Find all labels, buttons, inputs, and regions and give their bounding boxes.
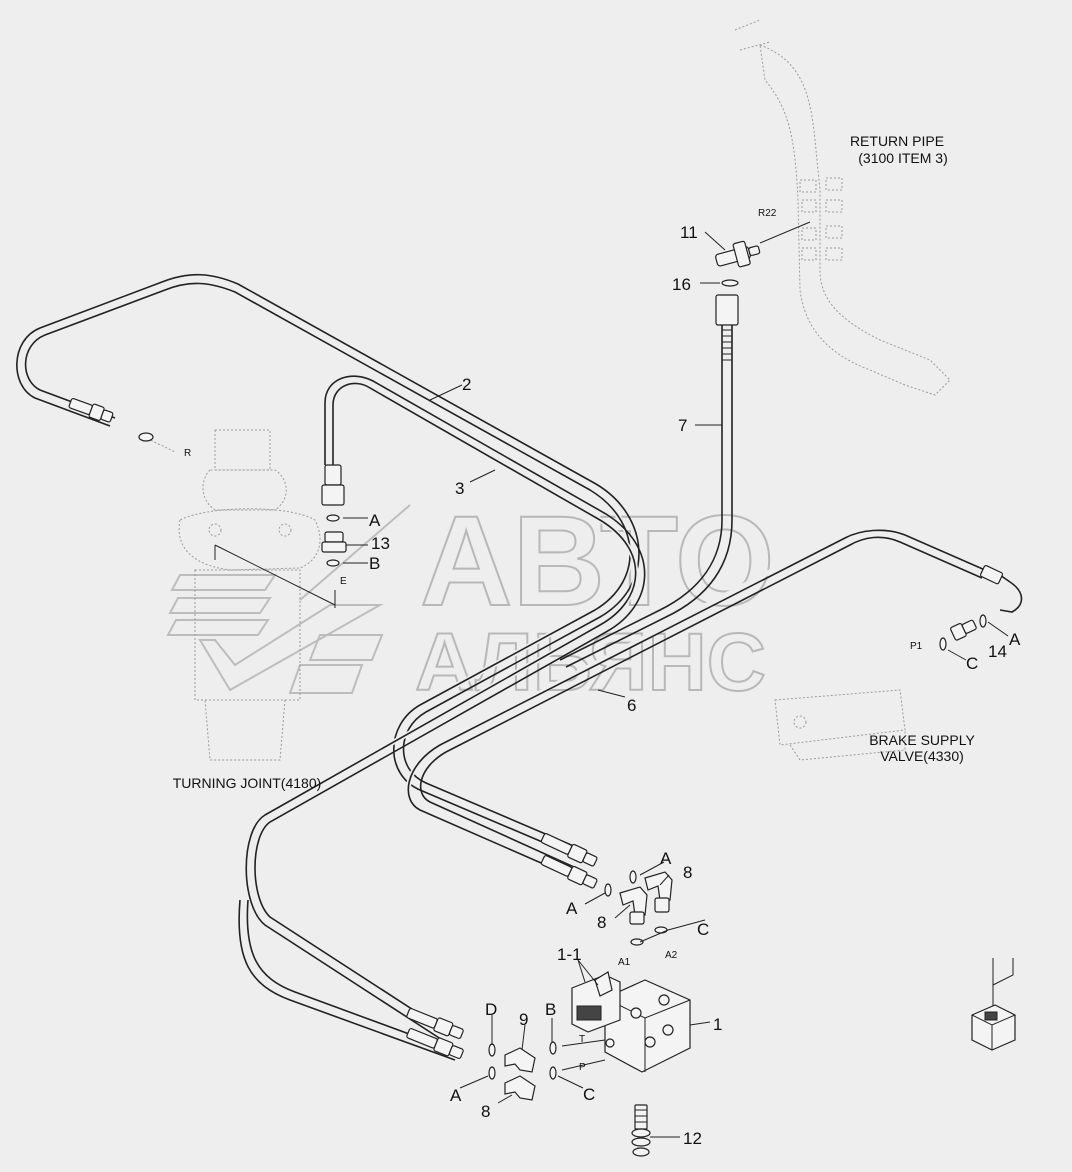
port-e: E <box>340 576 347 587</box>
caption-turning-joint: TURNING JOINT(4180) <box>173 775 322 791</box>
turning-joint-ghost <box>139 429 336 761</box>
inset-component <box>971 958 1016 1051</box>
callout-8b: 8 <box>597 913 606 932</box>
callout-1: 1 <box>713 1015 722 1034</box>
hose-3 <box>243 375 646 1048</box>
hose-end-fittings <box>68 397 1004 1059</box>
callout-1-1: 1-1 <box>557 945 582 964</box>
callout-8c: 8 <box>481 1102 490 1121</box>
caption-brake-supply-line2: VALVE(4330) <box>880 748 964 764</box>
callout-a-bot: A <box>450 1086 462 1105</box>
callout-b: B <box>545 1000 556 1019</box>
callout-a-top1: A <box>660 849 672 868</box>
port-r: R <box>184 448 191 459</box>
callout-16: 16 <box>672 275 691 294</box>
elbow-fittings-8 <box>504 871 673 1101</box>
port-p1: P1 <box>910 641 923 652</box>
port-r22: R22 <box>758 208 777 219</box>
port-a2: A2 <box>665 950 678 961</box>
hose-7 <box>559 294 739 668</box>
caption-return-pipe-line2: (3100 ITEM 3) <box>858 150 947 166</box>
o-rings <box>138 279 987 1080</box>
callout-8a: 8 <box>683 863 692 882</box>
callout-a-top2: A <box>566 899 578 918</box>
callout-11: 11 <box>680 223 698 242</box>
callout-a-14: A <box>1009 630 1021 649</box>
adapter-14 <box>950 619 977 641</box>
callout-7: 7 <box>678 416 687 435</box>
caption-return-pipe-line1: RETURN PIPE <box>850 133 944 149</box>
callout-9: 9 <box>519 1010 528 1029</box>
watermark-logo-icon <box>166 504 411 694</box>
port-t: T <box>579 1034 585 1045</box>
callout-13: 13 <box>371 534 390 553</box>
captions: RETURN PIPE (3100 ITEM 3) TURNING JOINT(… <box>173 133 976 791</box>
port-p: P <box>579 1062 586 1073</box>
callout-b-13: B <box>369 554 380 573</box>
port-a1: A1 <box>618 957 631 968</box>
valve-block-1 <box>571 971 691 1073</box>
callout-c-top: C <box>697 920 709 939</box>
bolt-12 <box>631 1104 651 1157</box>
callout-3: 3 <box>455 479 464 498</box>
callout-c-bot: C <box>583 1085 595 1104</box>
adapter-13 <box>321 531 347 553</box>
callout-c-14: C <box>966 654 978 673</box>
callouts: 11 16 7 2 3 6 13 A B 14 A C A 8 A 8 C 1-… <box>369 223 1021 1148</box>
port-labels: R22 R E P1 A1 A2 T P <box>184 208 923 1073</box>
callout-d: D <box>485 1000 497 1019</box>
callout-14: 14 <box>988 642 1007 661</box>
return-pipe-ghost <box>734 19 951 396</box>
tee-fitting-11 <box>715 221 811 268</box>
callout-12: 12 <box>683 1129 702 1148</box>
caption-brake-supply-line1: BRAKE SUPPLY <box>869 732 975 748</box>
callout-2: 2 <box>462 375 471 394</box>
leader-lines <box>343 231 1009 1138</box>
callout-a-13: A <box>369 511 381 530</box>
watermark: АВТО АЛЬЯНС <box>166 489 776 709</box>
brake-valve-ghost <box>774 689 906 761</box>
hose-6 <box>236 523 1023 1063</box>
callout-6: 6 <box>627 696 636 715</box>
